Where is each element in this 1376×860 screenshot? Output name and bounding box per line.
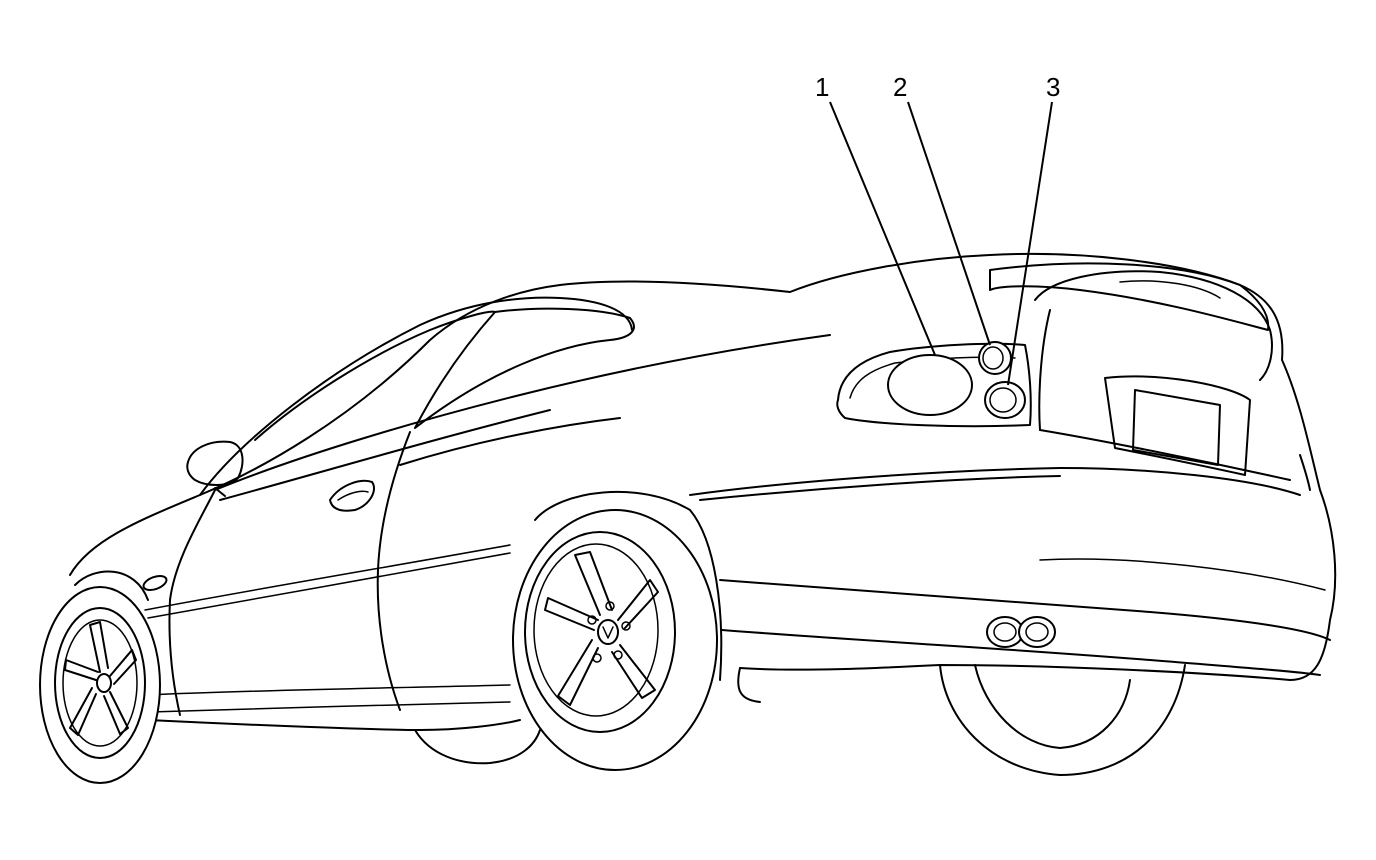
front-near-wheel [39, 570, 161, 784]
tail-lamp-assembly [836, 341, 1032, 428]
callout-3: 3 [1046, 72, 1060, 102]
callout-2: 2 [893, 72, 907, 102]
front-far-tire [414, 729, 541, 765]
rear-far-tire [939, 664, 1186, 776]
exhaust-tips [986, 616, 1056, 648]
car-body [69, 252, 1337, 731]
callout-leaders [829, 101, 1053, 386]
lamp-1-main [887, 354, 973, 416]
rear-near-wheel [512, 490, 723, 771]
callout-1: 1 [815, 72, 829, 102]
